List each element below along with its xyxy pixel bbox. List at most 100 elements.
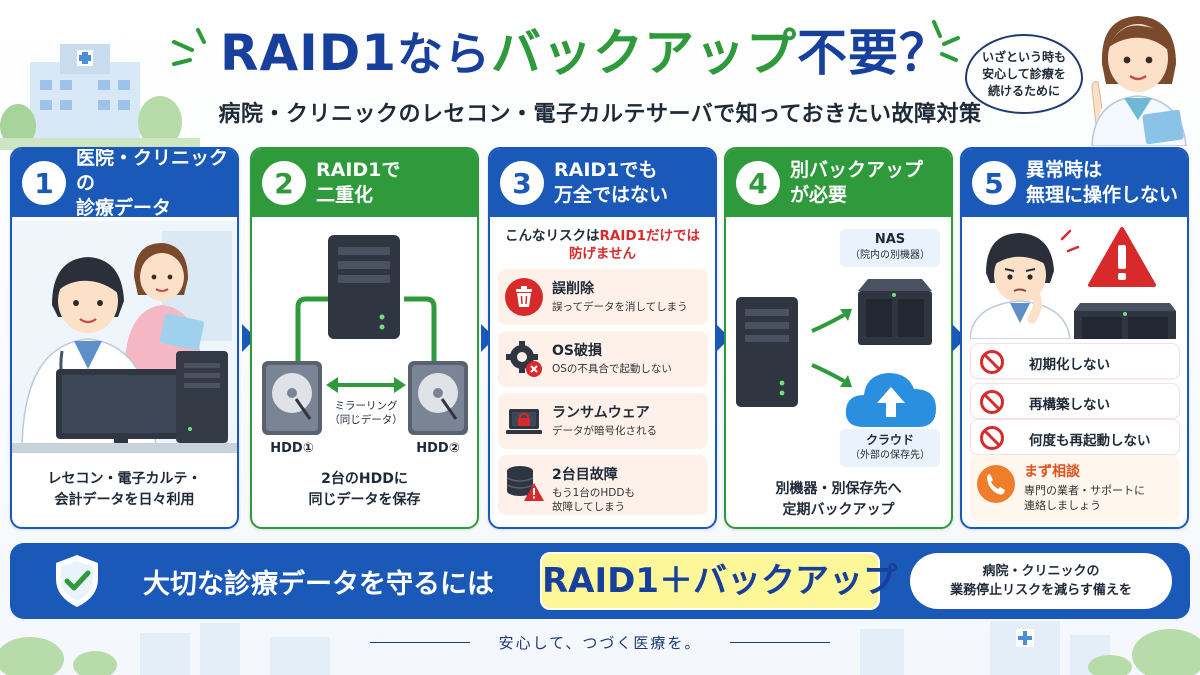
footer-divider-right — [730, 642, 830, 643]
panel-title-line: RAID1で — [316, 159, 401, 181]
risk-item-ransomware: ランサムウェア データが暗号化される — [498, 393, 708, 449]
speech-line: いざという時も — [981, 50, 1066, 64]
cloud-title: クラウド — [865, 433, 914, 447]
consult-desc-line: 連絡しましょう — [1024, 499, 1101, 512]
dont-text: 何度も再起動しない — [1029, 433, 1151, 449]
risk-intro: こんなリスクはRAID1だけでは 防げません — [490, 227, 715, 263]
consult-desc: 専門の業者・サポートに 連絡しましょう — [1024, 483, 1145, 513]
risk-desc-line: データが暗号化される — [552, 425, 657, 437]
panel-caption: 別機器・別保存先へ 定期バックアップ — [726, 479, 951, 521]
panel-title: 別バックアップ が必要 — [790, 158, 923, 208]
shield-check-icon — [56, 555, 98, 607]
prohibited-icon — [980, 350, 1004, 374]
title-backup: バックアップ — [491, 24, 798, 82]
panel-caption: レセコン・電子カルテ・ 会計データを日々利用 — [12, 469, 237, 511]
panel-title-line: RAID1でも — [554, 159, 658, 181]
dont-item-reboot: 何度も再起動しない — [970, 419, 1180, 455]
panel-title: RAID1でも 万全ではない — [554, 158, 668, 208]
mirror-label-line: （同じデータ） — [329, 414, 403, 426]
risk-title: 誤削除 — [552, 281, 594, 297]
panel-body: こんなリスクはRAID1だけでは 防げません 誤削除 誤ってデータを消してしまう — [490, 217, 715, 527]
consult-title: まず相談 — [1024, 464, 1080, 480]
caption-line: 2台のHDDに — [321, 471, 408, 487]
worried-staff-illustration — [970, 227, 1176, 339]
risk-intro-line2: 防げません — [568, 246, 637, 262]
dont-item-rebuild: 再構築しない — [970, 383, 1180, 419]
mirror-label-line: ミラーリング — [334, 400, 398, 412]
panel-title-line: 医院・クリニックの — [76, 147, 229, 194]
banner-side-line: 病院・クリニックの — [982, 564, 1100, 579]
step-panel-2: 2 RAID1で 二重化 — [250, 147, 479, 529]
panel-title-line: 万全ではない — [554, 184, 669, 206]
nas-sub: （院内の別機器） — [850, 250, 930, 261]
risk-desc: OSの不具合で起動しない — [552, 362, 672, 376]
arrow-to-nas — [811, 309, 852, 333]
nas-device-icon — [858, 279, 932, 345]
arrow-to-cloud — [811, 363, 852, 387]
panel-title-line: 診療データ — [76, 196, 172, 219]
footer-slogan: 安心して、つづく医療を。 — [498, 634, 702, 652]
panel-caption: 2台のHDDに 同じデータを保存 — [252, 469, 477, 511]
gear-error-icon — [506, 341, 542, 377]
laptop-lock-icon — [506, 409, 542, 434]
panel-title: 医院・クリニックの 診療データ — [76, 147, 237, 221]
panel-title: RAID1で 二重化 — [316, 158, 400, 208]
mirror-link-lines — [295, 296, 437, 373]
step-number: 4 — [736, 161, 780, 205]
caption-line: 定期バックアップ — [782, 502, 895, 518]
spark-lines-left — [172, 28, 206, 66]
banner-highlight: RAID1＋バックアップ — [540, 552, 897, 610]
step-panel-3: 3 RAID1でも 万全ではない こんなリスクはRAID1だけでは 防げません … — [488, 147, 717, 529]
caption-line: 別機器・別保存先へ — [775, 481, 902, 497]
risk-item-os: OS破損 OSの不具合で起動しない — [498, 331, 708, 387]
step-panel-4: 4 別バックアップ が必要 NAS （院内の別機器） — [724, 147, 953, 529]
panel-body: NAS （院内の別機器） クラウド （外部の保存先） — [726, 217, 951, 527]
panel-header: 3 RAID1でも 万全ではない — [490, 149, 715, 217]
cloud-upload-icon — [845, 373, 936, 427]
panel-header: 4 別バックアップ が必要 — [726, 149, 951, 217]
phone-icon — [977, 465, 1015, 503]
risk-desc: もう1台のHDDも 故障してしまう — [552, 486, 635, 514]
panel-body: 初期化しない 再構築しない 何度も再起動しない まず相談 専門の業者・サポートに… — [962, 217, 1187, 527]
panel-title-line: が必要 — [790, 184, 848, 206]
risk-title: 2台目故障 — [552, 467, 618, 483]
cloud-sub: （外部の保存先） — [850, 450, 930, 461]
dont-item-initialize: 初期化しない — [970, 343, 1180, 379]
spark-lines-right — [932, 20, 960, 62]
chevron-right-icon — [242, 324, 256, 352]
trash-icon — [505, 278, 543, 316]
panel-header: 5 異常時は 無理に操作しない — [962, 149, 1187, 217]
panel-title-line: 別バックアップ — [790, 159, 924, 181]
risk-desc-line: もう1台のHDDも — [552, 487, 635, 499]
risk-intro-prefix: こんなリスクは — [505, 228, 600, 244]
footer-divider-left — [370, 642, 470, 643]
consult-box: まず相談 専門の業者・サポートに 連絡しましょう — [970, 455, 1180, 521]
chevron-right-icon — [716, 324, 730, 352]
raid-server-icon — [328, 235, 400, 339]
speech-bubble: いざという時も 安心して診療を 続けるために — [965, 34, 1083, 114]
source-server-icon — [736, 297, 798, 407]
consult-desc-line: 専門の業者・サポートに — [1024, 484, 1145, 497]
disk-warning-icon — [506, 466, 544, 501]
speech-line: 安心して診療を — [982, 67, 1066, 81]
nas-title: NAS — [874, 232, 906, 247]
step-number: 5 — [972, 161, 1016, 205]
panel-body: ミラーリング （同じデータ） HDD① HDD② 2台のHDDに 同じデータを保… — [252, 217, 477, 527]
caption-line: レセコン・電子カルテ・ — [47, 471, 202, 487]
banner-side-note: 病院・クリニックの 業務停止リスクを減らす備えを — [910, 553, 1172, 609]
step-number: 1 — [22, 161, 66, 205]
page-title: RAID1ならバックアップ不要？ — [205, 18, 965, 88]
risk-desc: 誤ってデータを消してしまう — [552, 300, 688, 314]
title-raid: RAID1 — [219, 24, 398, 82]
panel-title-line: 無理に操作しない — [1026, 184, 1179, 206]
prohibited-icon — [980, 426, 1004, 450]
step-number: 3 — [500, 161, 544, 205]
dont-text: 再構築しない — [1029, 397, 1110, 413]
title-fuyou: 不要？ — [797, 24, 951, 82]
mirror-label: ミラーリング （同じデータ） — [316, 399, 416, 427]
banner-text: 大切な診療データを守るには — [143, 569, 494, 600]
hdd-1-icon — [262, 361, 322, 435]
caption-line: 同じデータを保存 — [308, 492, 421, 508]
hdd-1-label: HDD① — [270, 441, 314, 456]
page-subtitle: 病院・クリニックのレセコン・電子カルテサーバで知っておきたい故障対策 — [218, 102, 982, 127]
